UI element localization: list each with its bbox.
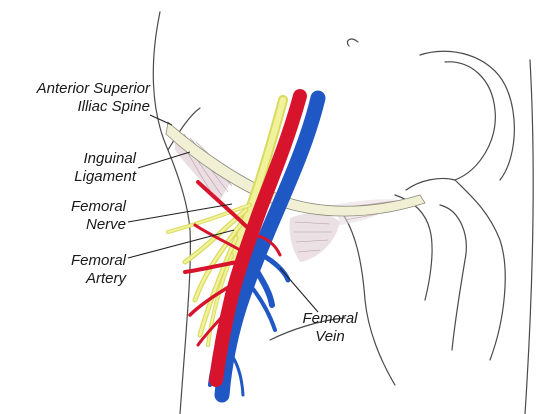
label-vein-line1: Femoral (290, 310, 370, 328)
label-inguinal-line2: Ligament (38, 168, 136, 186)
label-femoral-vein: Femoral Vein (290, 310, 370, 346)
label-nerve-line2: Nerve (30, 216, 126, 234)
label-nerve-line1: Femoral (30, 198, 126, 216)
label-inguinal-ligament: Inguinal Ligament (38, 150, 136, 186)
label-anterior-superior-iliac-spine: Anterior Superior Illiac Spine (10, 80, 150, 116)
label-asis-line1: Anterior Superior (10, 80, 150, 98)
label-artery-line1: Femoral (30, 252, 126, 270)
label-femoral-nerve: Femoral Nerve (30, 198, 126, 234)
label-inguinal-line1: Inguinal (38, 150, 136, 168)
label-asis-line2: Illiac Spine (10, 98, 150, 116)
leader-vein (280, 268, 318, 312)
leader-inguinal (138, 152, 190, 168)
leader-nerve (128, 204, 232, 222)
label-femoral-artery: Femoral Artery (30, 252, 126, 288)
leader-asis (150, 115, 172, 125)
label-artery-line2: Artery (30, 270, 126, 288)
label-vein-line2: Vein (290, 328, 370, 346)
